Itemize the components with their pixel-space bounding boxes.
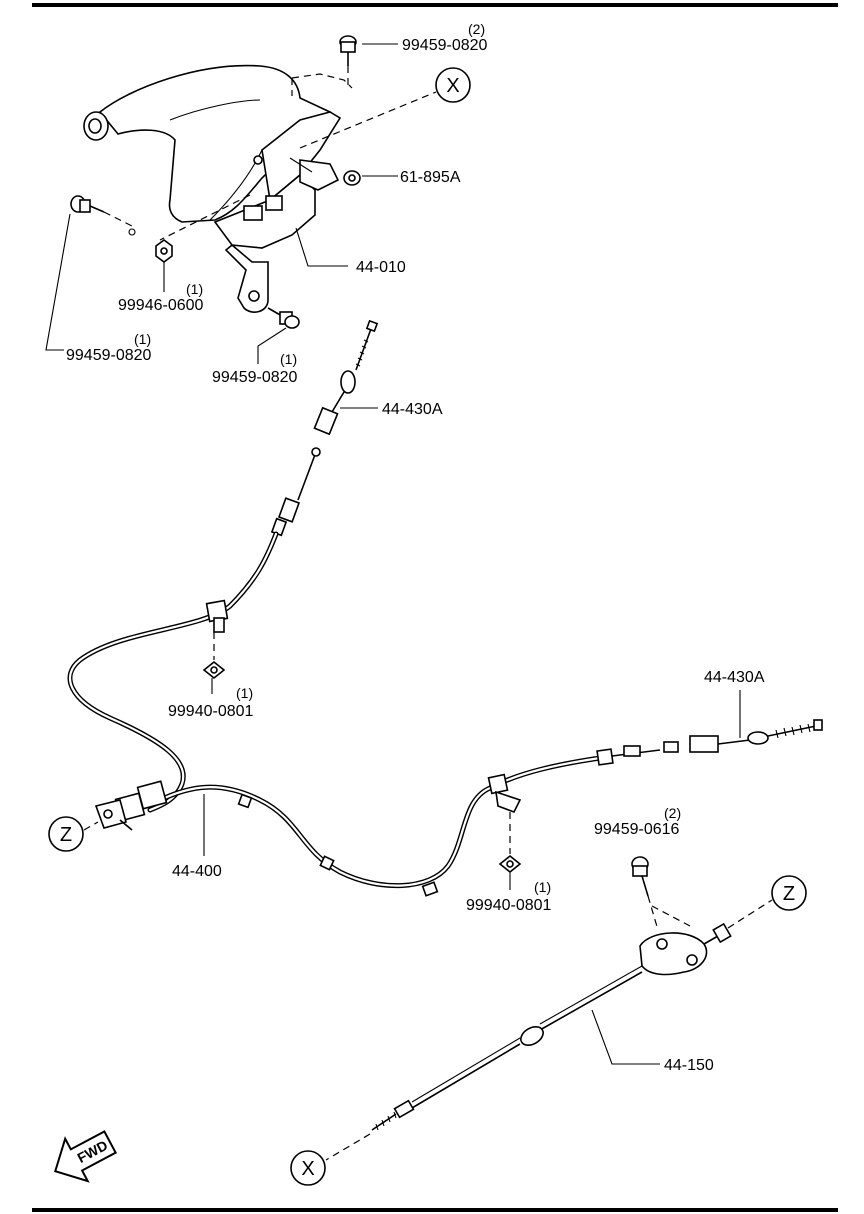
marker-z-left: Z [48,816,99,852]
clip-lower-part-label: 99940-0801 [466,897,552,914]
rear-cable[interactable] [67,447,679,897]
svg-text:X: X [301,1158,314,1180]
bolt-equalizer-qty-label: (2) [664,805,681,821]
lever-leader [295,227,348,267]
front-cable[interactable] [325,899,773,1161]
cable-adjuster-upper[interactable] [313,319,379,436]
marker-x-bottom: X [290,1150,326,1186]
clip-lower[interactable] [498,812,522,890]
lock-nut-part-label: 61-895A [400,169,461,186]
rear-cable-part-label: 44-400 [172,863,222,880]
bolt-top-part-label: 99459-0820 [402,37,488,54]
marker-x-top: X [299,67,471,149]
svg-text:X: X [446,75,459,97]
nut[interactable] [155,239,173,292]
lock-nut[interactable] [343,170,398,186]
front-cable-part-label: 44-150 [664,1057,714,1074]
clip-upper[interactable] [202,632,226,694]
svg-text:Z: Z [783,883,795,905]
bolt-bottom-qty-label: (1) [280,351,297,367]
bolt-bottom-part-label: 99459-0820 [212,369,298,386]
svg-text:Z: Z [60,824,72,846]
bolt-left[interactable] [45,195,136,351]
clip-upper-qty-label: (1) [236,685,253,701]
bolt-bottom[interactable] [257,307,300,364]
parking-brake-lever[interactable] [83,64,353,313]
cable-adjuster-right-part-label: 44-430A [704,669,765,686]
clip-lower-qty-label: (1) [534,879,551,895]
cable-adjuster-right[interactable] [689,690,823,753]
fwd-arrow-icon: FWD [54,1130,117,1183]
bolt-top-qty-label: (2) [468,21,485,37]
nut-qty-label: (1) [186,281,203,297]
nut-part-label: 99946-0600 [118,297,204,314]
cable-adjuster-upper-part-label: 44-430A [382,401,443,418]
bolt-equalizer[interactable] [631,856,691,931]
bolt-top[interactable] [339,35,398,90]
clip-upper-part-label: 99940-0801 [168,703,254,720]
lever-part-label: 44-010 [356,259,406,276]
bolt-left-qty-label: (1) [134,331,151,347]
bolt-equalizer-part-label: 99459-0616 [594,821,680,838]
marker-z-right: Z [771,875,807,911]
bolt-left-part-label: 99459-0820 [66,347,152,364]
